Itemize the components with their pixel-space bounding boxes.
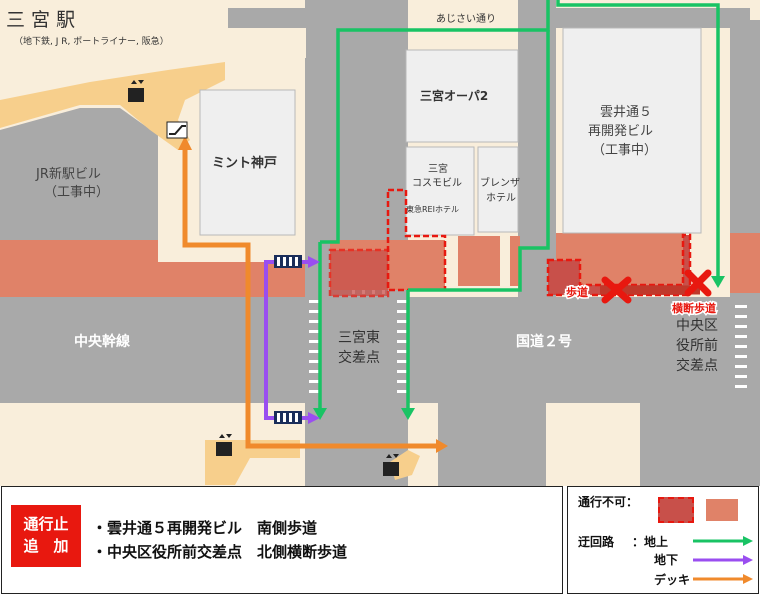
tokyu-rei-label: 東急REIホテル	[406, 204, 459, 214]
closed-area-sannomiya-higashi	[328, 248, 390, 298]
sannomiya-higashi-label-1: 三宮東	[338, 330, 380, 346]
route-deck-arrow	[178, 136, 448, 453]
closure-crosswalk-label: 横断歩道	[672, 301, 716, 315]
route-deck	[182, 145, 440, 449]
legend-detour-label: 迂回路	[578, 535, 615, 549]
closure-badge: 通行止 追 加	[11, 505, 81, 567]
station-lines: （地下鉄, J R, ポートライナー, 阪急）	[14, 35, 169, 47]
route-legend: 通行不可： 迂回路 ：地上 地下 デッキ	[567, 486, 759, 594]
legend-impassable-swatch	[658, 497, 694, 523]
kumoi-building	[562, 27, 702, 234]
mint-kobe-building	[199, 89, 296, 236]
sannomiya-higashi-label-2: 交差点	[338, 349, 380, 366]
brenza-building	[477, 146, 519, 233]
escalator-icon	[166, 121, 188, 139]
kumoi-label-1: 雲井通５	[600, 105, 652, 120]
badge-line-2: 追 加	[23, 537, 69, 555]
closed-area-cosmo	[386, 188, 447, 292]
closed-x-icon	[601, 269, 712, 304]
chuoku-label-1: 中央区	[676, 318, 718, 334]
route-underground-arrow	[308, 256, 320, 424]
kumoi-label-3: （工事中）	[592, 143, 657, 158]
notice-item: ・中央区役所前交差点 北側横断歩道	[92, 543, 348, 561]
legend-impassable-label: 通行不可：	[578, 495, 639, 509]
cosmo-building	[405, 146, 475, 236]
legend-sidewalk-swatch	[706, 499, 738, 521]
kumoi-label-2: 再開発ビル	[588, 124, 653, 139]
jr-station-building	[0, 108, 158, 240]
chuoku-label-3: 交差点	[676, 357, 718, 374]
legend-lines	[693, 536, 753, 584]
notice-item: ・雲井通５再開発ビル 南側歩道	[92, 519, 318, 537]
area-map: 三 宮 駅 （地下鉄, J R, ポートライナー, 阪急） あじさい通り JR新…	[0, 0, 760, 486]
mint-label: ミント神戸	[212, 155, 277, 171]
brenza-label-1: ブレンザ	[480, 176, 520, 189]
kokudo-label: 国道２号	[516, 333, 572, 350]
station-name: 三 宮 駅	[6, 9, 75, 31]
ajisai-street-label: あじさい通り	[436, 13, 496, 25]
nw-building	[228, 28, 306, 58]
cosmo-label-1: 三宮	[428, 162, 448, 175]
stairs-icon	[274, 255, 302, 424]
closure-notice: 通行止 追 加 ・雲井通５再開発ビル 南側歩道 ・中央区役所前交差点 北側横断歩…	[1, 486, 563, 594]
cosmo-label-2: コスモビル	[412, 177, 462, 189]
opa-label: 三宮オーパ2	[420, 88, 488, 103]
elevator-icon	[128, 80, 399, 476]
chuo-kansen-label: 中央幹線	[74, 333, 130, 350]
legend-underground-label: 地下	[654, 553, 679, 567]
badge-line-1: 通行止	[23, 515, 69, 533]
closure-sidewalk-label: 歩道	[566, 285, 588, 299]
brenza-label-2: ホテル	[486, 192, 516, 204]
route-ground	[318, 0, 720, 412]
opa2-building	[405, 49, 519, 143]
legend-ground-label: ：地上	[632, 535, 669, 549]
legend-deck-label: デッキ	[654, 573, 691, 587]
arrow-icon	[313, 276, 725, 420]
chuoku-label-2: 役所前	[676, 337, 718, 354]
jr-building-label-1: JR新駅ビル	[35, 166, 101, 182]
jr-building-label-2: （工事中）	[44, 185, 109, 200]
